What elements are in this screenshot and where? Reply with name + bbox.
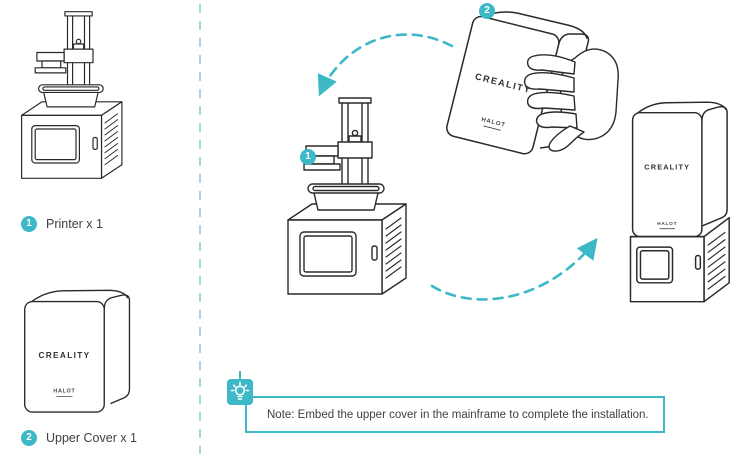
arrow-printer-to-assembled bbox=[430, 237, 598, 301]
step-2-badge: 2 bbox=[479, 3, 495, 19]
hand-illustration bbox=[523, 48, 619, 152]
note-box: Note: Embed the upper cover in the mainf… bbox=[245, 396, 665, 433]
part-number-badge: 1 bbox=[21, 216, 37, 232]
assembled-printer-illustration bbox=[629, 101, 730, 303]
tip-lightbulb-icon bbox=[227, 379, 253, 405]
printer-step-illustration bbox=[287, 97, 407, 295]
note-icon-tick bbox=[239, 371, 241, 379]
part-label-text: Printer x 1 bbox=[46, 217, 103, 231]
step-1-badge: 1 bbox=[300, 149, 316, 165]
printer-part-illustration bbox=[21, 11, 123, 179]
parts-list-item-printer: 1 Printer x 1 bbox=[21, 216, 103, 232]
part-number-badge: 2 bbox=[21, 430, 37, 446]
note-text: Note: Embed the upper cover in the mainf… bbox=[267, 408, 649, 421]
part-label-text: Upper Cover x 1 bbox=[46, 431, 138, 445]
upper-cover-part-illustration bbox=[24, 289, 131, 413]
arrow-cover-to-printer bbox=[317, 33, 454, 97]
parts-list-item-upper-cover: 2 Upper Cover x 1 bbox=[21, 430, 137, 446]
section-divider bbox=[199, 4, 201, 454]
